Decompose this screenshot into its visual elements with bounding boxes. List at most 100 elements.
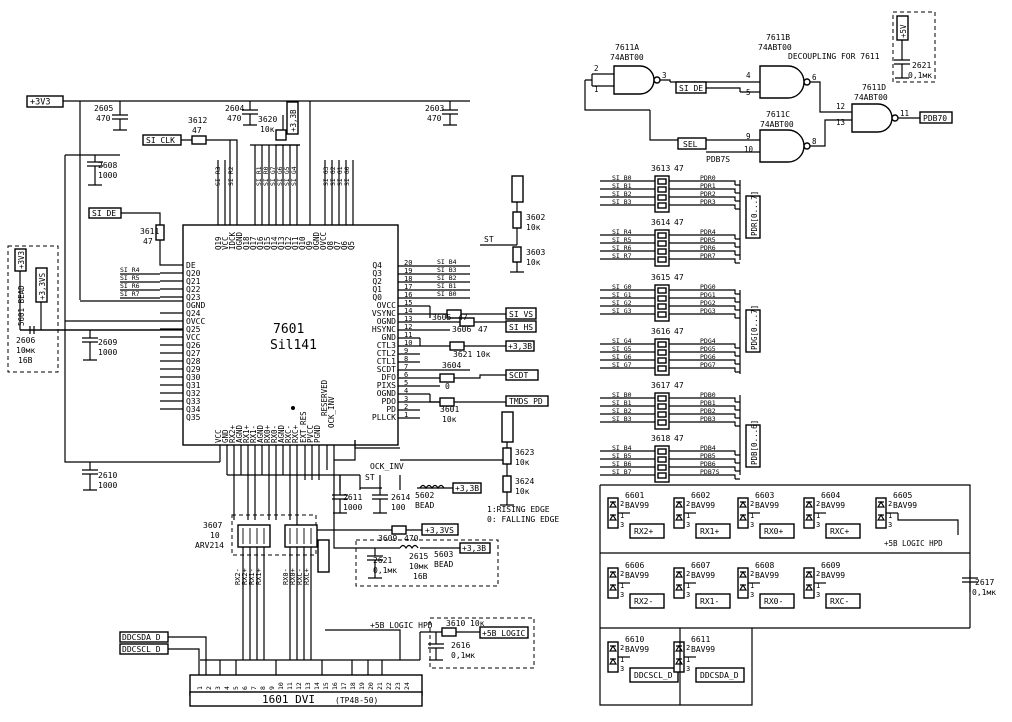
svg-text:RX0-: RX0- — [282, 568, 290, 585]
svg-text:Q14: Q14 — [270, 236, 279, 250]
resistor-3605 — [446, 309, 462, 319]
diode-6610-pin3: 3 — [620, 665, 624, 673]
svg-text:Q35: Q35 — [186, 413, 201, 422]
diode-6601-pin1: 1 — [620, 512, 624, 520]
array-3615-out: PDG3 — [700, 307, 716, 315]
svg-text:3610: 3610 — [446, 619, 465, 628]
svg-text:SI R1: SI R1 — [255, 166, 263, 186]
svg-text:3607: 3607 — [203, 521, 222, 530]
diode-6602-pin3: 3 — [686, 521, 690, 529]
diode-6607-part: BAV99 — [691, 571, 715, 580]
svg-text:8: 8 — [259, 686, 267, 690]
diode-6606-pin1: 1 — [620, 582, 624, 590]
gate-7611d — [835, 103, 920, 133]
svg-text:5: 5 — [746, 88, 751, 97]
diode-6603-pin3: 3 — [750, 521, 754, 529]
svg-text:2616: 2616 — [451, 641, 470, 650]
diode-6604-pin1: 1 — [816, 512, 820, 520]
resistor-3602 — [512, 211, 522, 229]
diode-6611-net-box — [695, 667, 745, 683]
si-vs-label: SI VS — [509, 310, 533, 319]
svg-text:47: 47 — [143, 237, 153, 246]
si-hs-label: SI HS — [509, 323, 533, 332]
svg-text:Q11: Q11 — [291, 236, 300, 250]
svg-text:5602: 5602 — [415, 491, 434, 500]
svg-text:74ABT00: 74ABT00 — [610, 53, 644, 62]
array-3616-wire — [600, 359, 740, 365]
svg-text:13: 13 — [304, 682, 312, 690]
svg-text:OVCC: OVCC — [186, 317, 205, 326]
array-3614-element — [657, 256, 667, 263]
svg-text:3612: 3612 — [188, 116, 207, 125]
svg-text:RXC+: RXC+ — [291, 424, 300, 443]
svg-text:+3,3B: +3,3B — [455, 484, 479, 493]
svg-text:DE: DE — [186, 261, 196, 270]
array-3617-in: SI B3 — [612, 415, 632, 423]
svg-text:3604: 3604 — [442, 361, 461, 370]
array-3617-wire — [600, 421, 740, 427]
diode-6601-net-box — [629, 523, 665, 539]
svg-text:+3,3VS: +3,3VS — [38, 272, 47, 300]
diode-6602-net: RX1+ — [700, 527, 719, 536]
diode-6610-symbol — [608, 644, 618, 665]
svg-text:4: 4 — [746, 71, 751, 80]
svg-text:Q6: Q6 — [340, 240, 349, 250]
svg-text:3620: 3620 — [258, 115, 277, 124]
array-3616-element — [657, 365, 667, 372]
svg-text:11: 11 — [404, 331, 412, 339]
array-3617-out: PDB1 — [700, 399, 716, 407]
array-3618-wire — [600, 474, 740, 480]
diode-6603-net-box — [759, 523, 795, 539]
svg-text:17: 17 — [340, 682, 348, 690]
array-3616-out: PDG7 — [700, 361, 716, 369]
svg-text:OGND: OGND — [377, 389, 396, 398]
svg-text:SI R2: SI R2 — [227, 166, 235, 186]
svg-text:1: 1 — [196, 686, 204, 690]
array-3616-element — [657, 357, 667, 364]
array-3617-in: SI B2 — [612, 407, 632, 415]
svg-text:+3V3: +3V3 — [17, 251, 26, 269]
array-3616-val: 47 — [674, 327, 684, 336]
svg-text:13: 13 — [836, 118, 845, 127]
svg-text:10мк: 10мк — [409, 562, 428, 571]
svg-text:Q20: Q20 — [186, 269, 201, 278]
svg-text:Q9: Q9 — [305, 241, 314, 250]
svg-text:Q3: Q3 — [372, 269, 382, 278]
svg-text:BEAD: BEAD — [434, 560, 453, 569]
diode-6605-part: BAV99 — [893, 501, 917, 510]
cap-2605-val: 470 — [96, 114, 111, 123]
supply-33b-5603 — [459, 542, 491, 554]
diode-6608-net-box — [759, 593, 795, 609]
diode-6609-net-box — [825, 593, 861, 609]
array-3616-in: SI G6 — [612, 353, 632, 361]
sel-label-box — [677, 137, 707, 150]
diode-6608-ref: 6608 — [755, 561, 774, 570]
svg-text:2611: 2611 — [343, 493, 362, 502]
array-3616-element — [657, 349, 667, 356]
diode-6602-pin1: 1 — [686, 512, 690, 520]
svg-text:18: 18 — [349, 682, 357, 690]
svg-text:4: 4 — [223, 686, 231, 690]
array-3617-val: 47 — [674, 381, 684, 390]
diode-6605-pin3: 3 — [888, 521, 892, 529]
svg-text:1000: 1000 — [98, 481, 117, 490]
svg-text:100: 100 — [391, 503, 406, 512]
diode-6601-symbol — [608, 500, 618, 521]
supply-5b-logic — [479, 626, 529, 639]
array-3613-out: PDR1 — [700, 182, 716, 190]
svg-text:7611A: 7611A — [615, 43, 639, 52]
svg-text:8: 8 — [404, 355, 408, 363]
diode-6601-ref: 6601 — [625, 491, 644, 500]
cap-2603-val: 470 — [427, 114, 442, 123]
ic-left-pins: DE Q20 Q21 Q22 Q23 OGND Q24 OVCC Q25 VCC… — [186, 261, 205, 422]
array-3617-wire — [600, 413, 740, 419]
diode-6601-pin3: 3 — [620, 521, 624, 529]
array-3618-element — [657, 456, 667, 463]
svg-text:10к: 10к — [526, 223, 541, 232]
diode-6601-net: RX2+ — [634, 527, 653, 536]
svg-text:RX1-: RX1- — [248, 568, 256, 585]
ic-7601 — [182, 224, 399, 446]
svg-text:11: 11 — [900, 109, 909, 118]
svg-text:9: 9 — [268, 686, 276, 690]
